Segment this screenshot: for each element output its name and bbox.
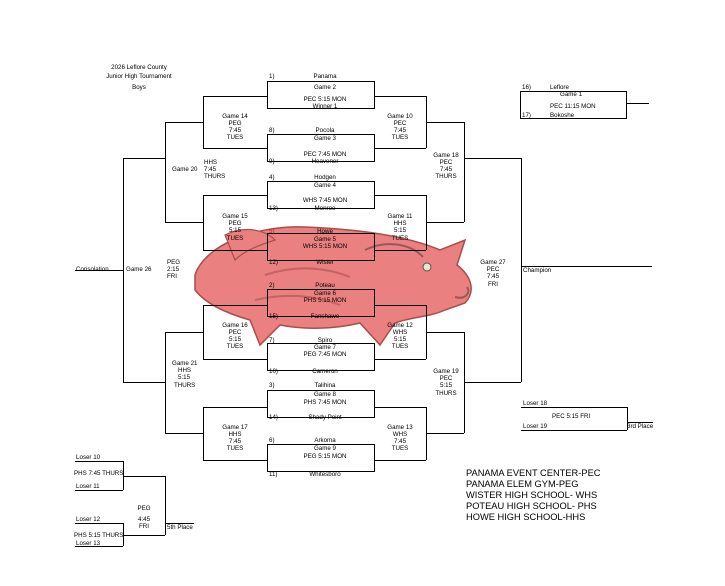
game-26-label: Game 26 <box>126 266 152 273</box>
game-19-label: Game 19 <box>433 368 459 375</box>
loser-11: Loser 11 <box>76 483 100 490</box>
loser-10: Loser 10 <box>76 454 101 461</box>
game-7-label: Game 7 <box>313 344 336 351</box>
legend-hhs: HOWE HIGH SCHOOL-HHS <box>466 512 586 522</box>
game-2-winner: Winner 1 <box>312 103 338 110</box>
legend-whs: WISTER HIGH SCHOOL- WHS <box>466 490 598 500</box>
team-wister: Wister <box>316 259 334 266</box>
third-place-label: 3rd Place <box>627 423 654 430</box>
team-howe: Howe <box>317 228 333 235</box>
team-shady-point: Shady Point <box>308 414 342 421</box>
game-6-info: PHS 5:15 MON <box>303 297 347 304</box>
team-panama: Panama <box>313 73 337 80</box>
game-4-label: Game 4 <box>313 182 336 189</box>
team-monroe: Monroe <box>314 205 336 212</box>
legend-pec: PANAMA EVENT CENTER-PEC <box>466 468 601 478</box>
game-8-box <box>267 390 375 418</box>
team-spiro: Spiro <box>317 337 333 344</box>
seed-16: 16) <box>522 84 531 91</box>
seed-5: 5) <box>269 228 275 235</box>
game-3-box <box>267 134 375 162</box>
game-6-label: Game 6 <box>313 290 336 297</box>
champion-label: Champion <box>523 267 552 274</box>
seed-2: 2) <box>269 282 275 289</box>
seed-7: 7) <box>269 337 275 344</box>
legend-peg: PANAMA ELEM GYM-PEG <box>466 479 579 489</box>
team-fanshawe: Fanshawe <box>310 313 340 320</box>
game-5-label: Game 5 <box>313 236 336 243</box>
seed-14: 14) <box>269 414 278 421</box>
fifth-place-label: 5th Place <box>167 524 193 531</box>
seed-3: 3) <box>269 382 275 389</box>
game-21-label: Game 21 <box>172 360 198 367</box>
team-hodgen: Hodgen <box>314 174 336 181</box>
title-line-2: Junior High Tournament <box>106 73 172 80</box>
team-whitesboro: Whitesboro <box>309 471 341 478</box>
third-place-info: PEC 5:15 FRI <box>552 413 591 420</box>
game-6-box <box>267 289 375 317</box>
seed-12: 12) <box>269 259 278 266</box>
game-16-label: Game 16 <box>222 322 248 329</box>
team-heavener: Heavener <box>311 158 339 165</box>
loser-13: Loser 13 <box>76 540 101 547</box>
seed-15: 15) <box>269 313 278 320</box>
game-5-info: WHS 5:15 MON <box>302 243 348 250</box>
seed-4: 4) <box>269 174 275 181</box>
consolation-label: Consolation <box>76 266 109 273</box>
seed-9: 9) <box>269 158 275 165</box>
title-line-1: 2026 Leflore County <box>111 64 167 71</box>
team-talihina: Talihina <box>314 382 336 389</box>
team-pocola: Pocola <box>315 127 335 134</box>
game-3-label: Game 3 <box>313 135 336 142</box>
loser-19: Loser 19 <box>523 423 548 430</box>
loser-10-info: PHS 7:45 THURS <box>74 470 124 477</box>
game-8-info: PHS 7:45 MON <box>303 399 347 406</box>
game-4-info: WHS 7:45 MON <box>302 197 348 204</box>
game-14-label: Game 14 <box>222 113 248 120</box>
team-leflore: Leflore <box>550 84 569 91</box>
game-2-label: Game 2 <box>313 84 336 91</box>
team-cameron: Cameron <box>312 368 338 375</box>
game-7-box <box>267 343 375 371</box>
legend-phs: POTEAU HIGH SCHOOL- PHS <box>466 501 597 511</box>
game-4-box <box>267 181 375 209</box>
game-27-label: Game 27 <box>480 259 506 266</box>
title-line-3: Boys <box>132 84 146 91</box>
game-1-info: PEC 11:15 MON <box>550 103 596 110</box>
loser-18: Loser 18 <box>523 400 548 407</box>
seed-8: 8) <box>269 127 275 134</box>
game-9-info: PEG 5:15 MON <box>303 453 347 460</box>
game-15-label: Game 15 <box>222 213 248 220</box>
team-arkoma: Arkoma <box>314 437 336 444</box>
game-7-info: PEG 7:45 MON <box>303 351 347 358</box>
game-10-label: Game 10 <box>387 113 413 120</box>
seed-6: 6) <box>269 437 275 444</box>
game-17-label: Game 17 <box>222 424 248 431</box>
seed-11: 11) <box>269 471 278 478</box>
game-8-label: Game 8 <box>313 391 336 398</box>
game-3-info: PEC 7:45 MON <box>303 151 347 158</box>
team-poteau: Poteau <box>315 282 335 289</box>
game-9-box <box>267 444 375 472</box>
game-20-label: Game 20 <box>172 166 198 173</box>
game-5-box <box>267 233 375 261</box>
game-2-info: PEC 5:15 MON <box>303 96 347 103</box>
game-12-label: Game 12 <box>387 322 413 329</box>
razorback-hog-icon <box>194 226 472 347</box>
game-18-label: Game 18 <box>433 152 459 159</box>
seed-13: 13) <box>269 205 278 212</box>
team-bokoshe: Bokoshe <box>550 112 575 119</box>
game-1-label: Game 1 <box>560 91 583 98</box>
seed-10: 10) <box>269 368 278 375</box>
game-11-label: Game 11 <box>387 213 413 220</box>
loser-12: Loser 12 <box>76 516 101 523</box>
loser-12-info: PHS 5:15 THURS <box>74 532 124 539</box>
seed-1: 1) <box>269 73 275 80</box>
game-13-label: Game 13 <box>387 424 413 431</box>
game-9-label: Game 9 <box>313 445 336 452</box>
seed-17: 17) <box>522 112 531 119</box>
